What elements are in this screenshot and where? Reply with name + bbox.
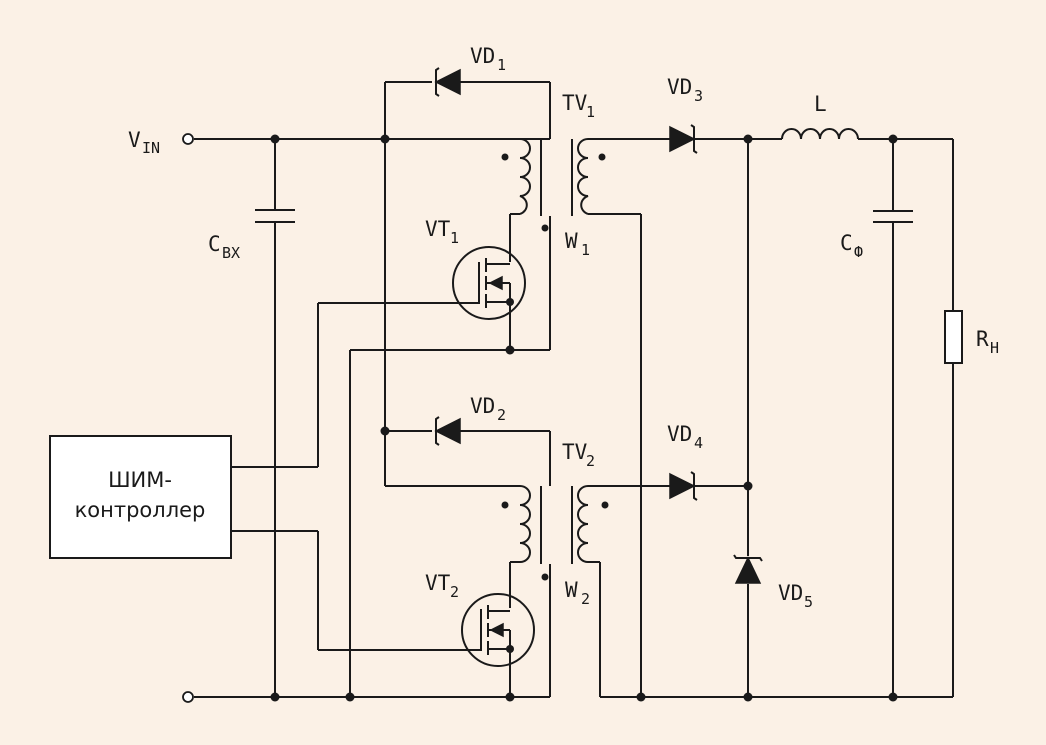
vd5-label: VD 5	[778, 581, 813, 611]
w1-label: W 1	[565, 229, 590, 259]
svg-text:Н: Н	[990, 339, 999, 357]
pwm-controller[interactable]: ШИМ- контроллер	[49, 435, 232, 559]
junction-dots	[270, 134, 898, 702]
tv2-transformer[interactable]	[519, 485, 589, 580]
svg-text:1: 1	[586, 103, 595, 121]
inductor-label: L	[814, 92, 827, 116]
svg-text:R: R	[976, 327, 989, 351]
vd1-diode[interactable]	[434, 67, 461, 97]
svg-text:V: V	[128, 128, 141, 152]
output-capacitor[interactable]	[873, 210, 913, 223]
svg-text:W: W	[565, 229, 578, 253]
lower-cell-wiring	[385, 430, 670, 698]
svg-text:ВХ: ВХ	[222, 244, 240, 262]
svg-text:VD: VD	[667, 422, 692, 446]
vd2-diode[interactable]	[434, 416, 461, 446]
svg-text:VT: VT	[425, 571, 451, 595]
tv1-label: TV 1	[562, 91, 595, 121]
svg-text:L: L	[814, 92, 827, 116]
input-wiring	[194, 82, 550, 698]
controller-label-line2: контроллер	[75, 498, 206, 522]
w2-label: W 2	[565, 578, 590, 608]
svg-text:2: 2	[450, 583, 459, 601]
svg-text:1: 1	[450, 229, 459, 247]
controller-label-line1: ШИМ-	[108, 468, 172, 492]
svg-text:VD: VD	[470, 44, 495, 68]
svg-text:VD: VD	[667, 75, 692, 99]
input-capacitor-label: C ВХ	[208, 232, 240, 262]
svg-text:W: W	[565, 578, 578, 602]
svg-text:C: C	[208, 232, 221, 256]
tv1-polarity-dots	[501, 153, 606, 232]
ground-terminal[interactable]	[182, 691, 194, 703]
svg-text:TV: TV	[562, 91, 588, 115]
svg-text:VT: VT	[425, 217, 451, 241]
vd4-diode[interactable]	[669, 471, 698, 501]
vt1-label: VT 1	[425, 217, 459, 247]
svg-text:1: 1	[581, 241, 590, 259]
vt2-label: VT 2	[425, 571, 459, 601]
vin-terminal[interactable]	[182, 133, 194, 145]
svg-text:TV: TV	[562, 440, 588, 464]
vin-label: V IN	[128, 128, 160, 157]
vd1-label: VD 1	[470, 44, 506, 74]
vd5-diode[interactable]	[733, 554, 763, 584]
svg-text:Ф: Ф	[854, 243, 863, 261]
svg-text:2: 2	[586, 452, 595, 470]
controller-gate-wiring	[231, 303, 319, 650]
tv2-label: TV 2	[562, 440, 595, 470]
svg-text:3: 3	[694, 87, 703, 105]
svg-text:4: 4	[694, 434, 703, 452]
vd2-label: VD 2	[470, 394, 506, 424]
output-inductor[interactable]	[781, 128, 859, 140]
vt1-mosfet[interactable]	[318, 246, 526, 320]
vd4-label: VD 4	[667, 422, 703, 452]
svg-text:1: 1	[497, 56, 506, 74]
svg-text:VD: VD	[470, 394, 495, 418]
input-capacitor[interactable]	[255, 209, 295, 223]
vd3-diode[interactable]	[669, 124, 698, 154]
svg-text:5: 5	[804, 593, 813, 611]
svg-text:2: 2	[497, 406, 506, 424]
tv2-polarity-dots	[501, 501, 609, 581]
output-capacitor-label: C Ф	[840, 231, 863, 261]
svg-text:C: C	[840, 231, 853, 255]
tv1-transformer[interactable]	[519, 138, 589, 232]
vt2-mosfet[interactable]	[318, 593, 535, 667]
load-resistor-label: R Н	[976, 327, 999, 357]
svg-text:VD: VD	[778, 581, 803, 605]
svg-text:2: 2	[581, 590, 590, 608]
vd3-label: VD 3	[667, 75, 703, 105]
svg-text:IN: IN	[142, 139, 160, 157]
load-resistor[interactable]	[944, 310, 963, 364]
